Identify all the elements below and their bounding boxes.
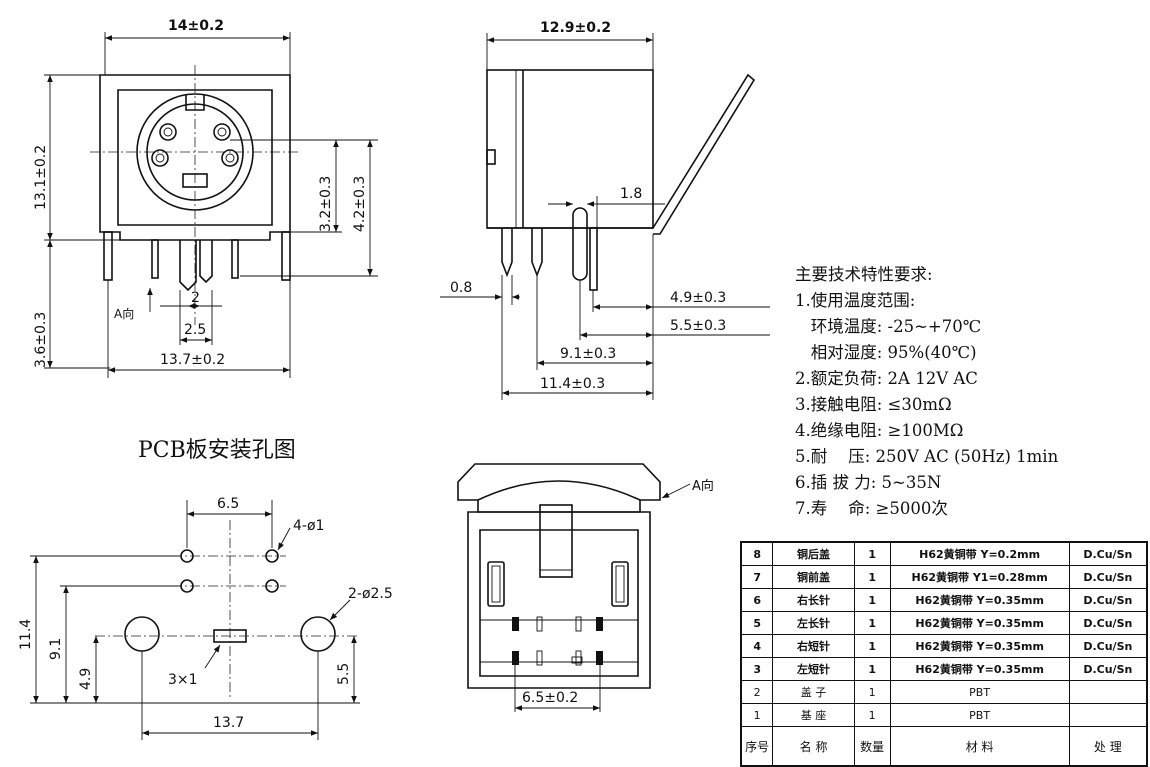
pcb-dim-5-5: 5.5: [336, 663, 352, 685]
bom-name: 右短针: [772, 634, 855, 658]
a-direction-label: A向: [114, 306, 134, 321]
bom-no: 8: [740, 541, 774, 566]
dim-9-1: 9.1±0.3: [560, 346, 616, 362]
dim-2: 2: [191, 290, 200, 306]
pcb-title: PCB板安装孔图: [138, 438, 296, 463]
dim-pin-length: 3.6±0.3: [33, 312, 49, 368]
bom-material: H62黄铜带 Y=0.35mm: [889, 634, 1070, 658]
bom-row: 6 右长针 1 H62黄铜带 Y=0.35mm D.Cu/Sn: [740, 588, 1148, 612]
pcb-dim-13-7: 13.7: [213, 715, 244, 731]
bom-material: H62黄铜带 Y=0.35mm: [889, 657, 1070, 681]
dim-0-8: 0.8: [450, 280, 472, 296]
front-view: [44, 32, 378, 378]
bom-header-row: 序号 名 称 数量 材 料 处 理: [740, 726, 1148, 767]
bom-name: 铜后盖: [772, 541, 855, 566]
side-view: [440, 33, 770, 400]
bom-qty: 1: [853, 657, 891, 681]
bom-header-material: 材 料: [889, 726, 1070, 767]
bom-no: 2: [740, 680, 774, 704]
notes-line: 4.绝缘电阻: ≥100MΩ: [795, 421, 964, 440]
bom-material: H62黄铜带 Y=0.35mm: [889, 588, 1070, 612]
dim-1-8: 1.8: [620, 186, 642, 202]
dim-3-2: 3.2±0.3: [318, 176, 334, 232]
tech-notes: 主要技术特性要求: 1.使用温度范围: 环境温度: -25~+70℃ 相对湿度:…: [795, 262, 1058, 522]
dim-4-9: 4.9±0.3: [670, 290, 726, 306]
notes-line: 6.插 拔 力: 5~35N: [795, 473, 942, 492]
bom-row: 1 基 座 1 PBT: [740, 703, 1148, 727]
bom-row: 3 左短针 1 H62黄铜带 Y=0.35mm D.Cu/Sn: [740, 657, 1148, 681]
notes-line: 7.寿 命: ≥5000次: [795, 499, 948, 518]
bom-material: H62黄铜带 Y=0.2mm: [889, 541, 1070, 566]
bom-row: 5 左长针 1 H62黄铜带 Y=0.35mm D.Cu/Sn: [740, 611, 1148, 635]
pcb-layout: [30, 500, 360, 740]
notes-line: 2.额定负荷: 2A 12V AC: [795, 369, 978, 388]
bom-qty: 1: [853, 588, 891, 612]
bom-name: 铜前盖: [772, 565, 855, 589]
bom-no: 7: [740, 565, 774, 589]
bom-name: 盖 子: [772, 680, 855, 704]
dim-2-5: 2.5: [184, 322, 206, 338]
dim-5-5: 5.5±0.3: [670, 318, 726, 334]
bom-no: 6: [740, 588, 774, 612]
dim-bottom-6-5: 6.5±0.2: [522, 690, 578, 706]
bom-no: 1: [740, 703, 774, 727]
bom-no: 4: [740, 634, 774, 658]
bom-name: 右长针: [772, 588, 855, 612]
bottom-a-direction: A向: [692, 478, 714, 494]
bom-no: 5: [740, 611, 774, 635]
pcb-holes-large: 2-ø2.5: [348, 586, 393, 602]
bom-finish: [1068, 680, 1148, 704]
bom-qty: 1: [853, 611, 891, 635]
bom-header-name: 名 称: [772, 726, 855, 767]
dim-4-2: 4.2±0.3: [352, 176, 368, 232]
bom-finish: D.Cu/Sn: [1068, 541, 1148, 566]
bom-row: 2 盖 子 1 PBT: [740, 680, 1148, 704]
notes-title: 主要技术特性要求:: [795, 265, 933, 284]
pcb-dim-11-4: 11.4: [18, 619, 34, 650]
dim-front-width: 14±0.2: [168, 18, 224, 34]
bom-header-no: 序号: [740, 726, 774, 767]
bom-qty: 1: [853, 680, 891, 704]
notes-line: 3.接触电阻: ≤30mΩ: [795, 395, 952, 414]
bom-row: 4 右短针 1 H62黄铜带 Y=0.35mm D.Cu/Sn: [740, 634, 1148, 658]
bom-finish: D.Cu/Sn: [1068, 611, 1148, 635]
notes-line: 1.使用温度范围:: [795, 291, 916, 310]
pcb-slot: 3×1: [168, 672, 198, 688]
bom-qty: 1: [853, 634, 891, 658]
bom-finish: [1068, 703, 1148, 727]
bom-finish: D.Cu/Sn: [1068, 634, 1148, 658]
bom-finish: D.Cu/Sn: [1068, 657, 1148, 681]
dim-side-width: 12.9±0.2: [540, 20, 611, 36]
pcb-dim-9-1: 9.1: [48, 638, 64, 660]
bom-name: 左长针: [772, 611, 855, 635]
notes-line: 5.耐 压: 250V AC (50Hz) 1min: [795, 447, 1059, 466]
bom-qty: 1: [853, 565, 891, 589]
bom-material: H62黄铜带 Y1=0.28mm: [889, 565, 1070, 589]
pcb-dim-6-5: 6.5: [217, 496, 239, 512]
bom-no: 3: [740, 657, 774, 681]
pcb-dim-4-9: 4.9: [78, 668, 94, 690]
bom-material: PBT: [889, 680, 1070, 704]
dim-11-4: 11.4±0.3: [540, 376, 605, 392]
bom-name: 左短针: [772, 657, 855, 681]
pcb-holes-small: 4-ø1: [293, 518, 324, 534]
bom-table: 8 铜后盖 1 H62黄铜带 Y=0.2mm D.Cu/Sn 7 铜前盖 1 H…: [740, 541, 1148, 767]
bom-finish: D.Cu/Sn: [1068, 565, 1148, 589]
bom-finish: D.Cu/Sn: [1068, 588, 1148, 612]
bom-qty: 1: [853, 541, 891, 566]
notes-line: 相对湿度: 95%(40℃): [795, 343, 977, 362]
dim-front-height: 13.1±0.2: [33, 145, 49, 210]
bom-row: 7 铜前盖 1 H62黄铜带 Y1=0.28mm D.Cu/Sn: [740, 565, 1148, 589]
notes-line: 环境温度: -25~+70℃: [795, 317, 982, 336]
bom-material: PBT: [889, 703, 1070, 727]
bom-qty: 1: [853, 703, 891, 727]
bottom-view: [457, 463, 691, 712]
bom-material: H62黄铜带 Y=0.35mm: [889, 611, 1070, 635]
bom-header-qty: 数量: [853, 726, 891, 767]
dim-13-7: 13.7±0.2: [160, 352, 225, 368]
bom-row: 8 铜后盖 1 H62黄铜带 Y=0.2mm D.Cu/Sn: [740, 541, 1148, 566]
bom-name: 基 座: [772, 703, 855, 727]
bom-header-finish: 处 理: [1068, 726, 1148, 767]
